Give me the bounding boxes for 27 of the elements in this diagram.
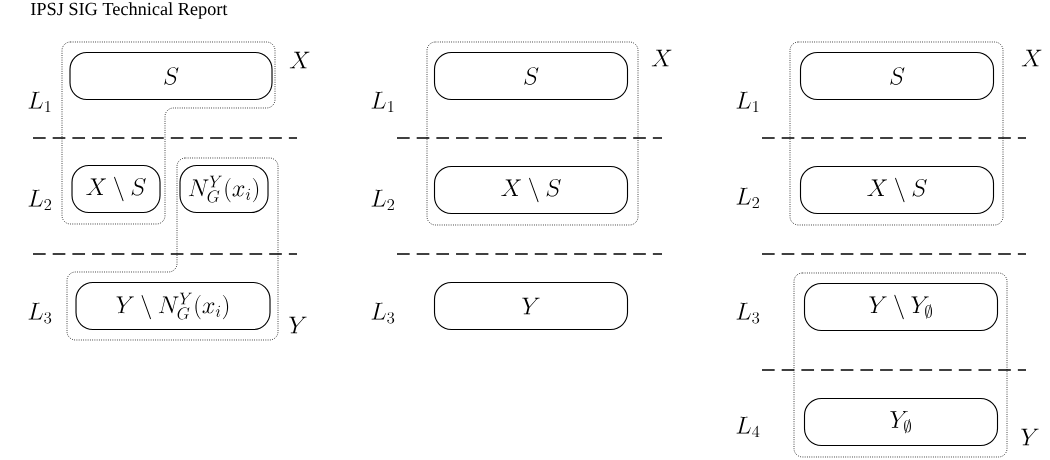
rounded-box: $X \setminus S$ [799,165,995,215]
level-label: $L_4$ [736,416,760,438]
node-label: $Y$ [289,316,307,334]
level-label: $L_3$ [736,302,760,324]
node-label: $X$ [1021,49,1042,67]
rounded-box: $Y \setminus Y_\emptyset$ [803,282,999,332]
level-label: $L_3$ [371,302,395,324]
level-label: $L_1$ [28,91,51,113]
level-label: $L_1$ [736,91,759,113]
rounded-box: $Y$ [433,281,629,331]
rounded-box: $N_G^Y(x_i)$ [179,164,269,214]
node-label: $Y$ [1021,428,1039,446]
node-label: $X$ [289,51,310,69]
rounded-box: $X \setminus S$ [71,164,161,214]
rounded-box: $Y \setminus N_G^Y(x_i)$ [75,281,271,331]
level-label: $L_3$ [28,302,52,324]
rounded-box: $X \setminus S$ [433,165,629,215]
running-header: IPSJ SIG Technical Report [30,2,228,19]
rounded-box: $S$ [69,51,273,101]
level-label: $L_1$ [371,91,394,113]
level-label: $L_2$ [736,187,760,209]
rounded-box: $Y_\emptyset$ [803,397,999,447]
node-label: $X$ [651,49,672,67]
level-label: $L_2$ [371,189,395,211]
rounded-box: $S$ [433,51,629,101]
rounded-box: $S$ [799,51,995,101]
level-label: $L_2$ [28,189,52,211]
